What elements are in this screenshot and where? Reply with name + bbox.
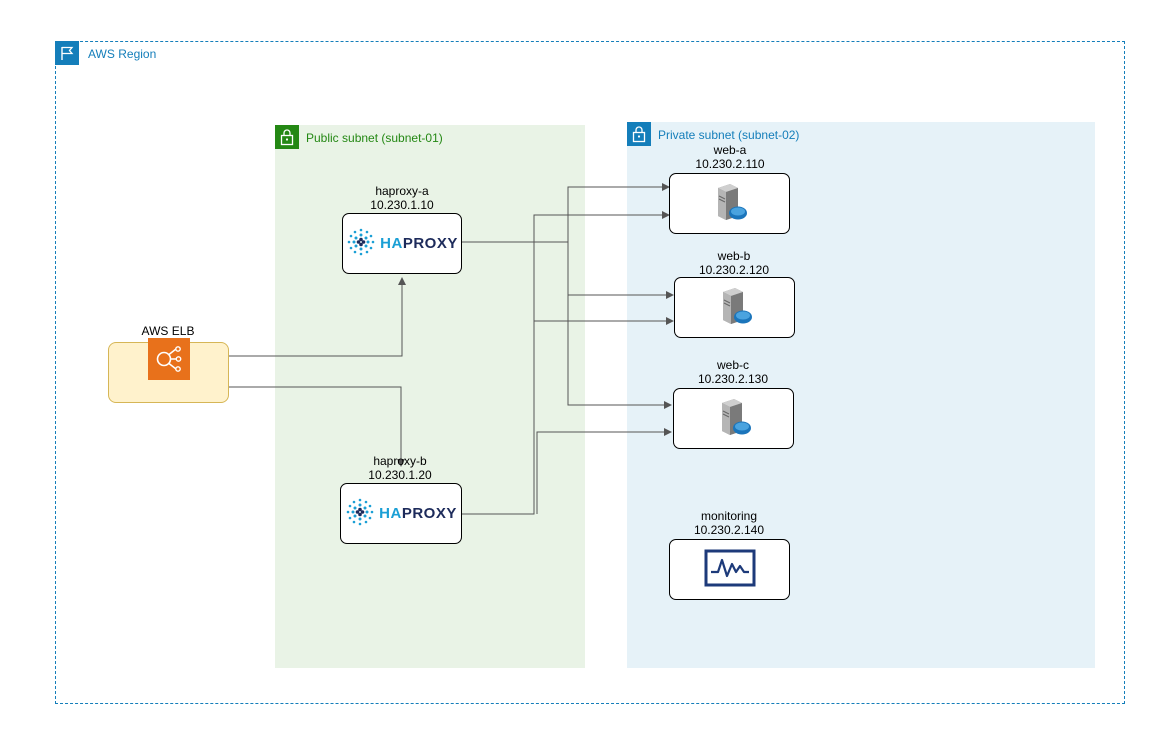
edge-elb-haproxy-b (229, 386, 405, 467)
haproxy-logo-text: HAPROXY (380, 235, 458, 252)
monitoring-name: monitoring (700, 509, 758, 523)
web-a-name: web-a (713, 143, 747, 157)
elb-label: AWS ELB (141, 324, 195, 338)
haproxy-a-name: haproxy-a (375, 184, 429, 198)
server-icon (712, 395, 756, 442)
monitoring-node[interactable] (669, 539, 790, 600)
web-b-name: web-b (717, 249, 751, 263)
edge-haproxy-b-web-c (536, 428, 672, 514)
haproxy-b-node[interactable]: HAPROXY (340, 483, 462, 544)
public-subnet-label: Public subnet (subnet-01) (306, 131, 443, 145)
server-icon (713, 284, 757, 331)
lock-icon (275, 125, 299, 149)
haproxy-a-ip: 10.230.1.10 (370, 198, 434, 212)
aws-region-label: AWS Region (88, 47, 157, 61)
haproxy-logo-text: HAPROXY (379, 505, 457, 522)
private-subnet-label: Private subnet (subnet-02) (658, 128, 800, 142)
aws-region-group: AWS Region (55, 41, 1125, 704)
edge-haproxy-a-web-c (567, 295, 672, 409)
load-balancer-icon (148, 338, 190, 380)
web-b-node[interactable] (674, 277, 795, 338)
web-a-node[interactable] (669, 173, 790, 234)
monitoring-ip: 10.230.2.140 (693, 523, 765, 537)
haproxy-a-node[interactable]: HAPROXY (342, 213, 462, 274)
web-b-ip: 10.230.2.120 (698, 263, 770, 277)
haproxy-b-ip: 10.230.1.20 (368, 468, 432, 482)
edge-elb-haproxy-a (229, 277, 406, 357)
monitoring-icon (704, 548, 756, 591)
haproxy-logo-icon (345, 497, 375, 530)
web-c-ip: 10.230.2.130 (697, 372, 769, 386)
flag-icon (55, 41, 79, 65)
edge-haproxy-b-web-a (462, 211, 670, 515)
web-a-ip: 10.230.2.110 (695, 157, 765, 171)
haproxy-logo-icon (346, 227, 376, 260)
web-c-name: web-c (716, 358, 749, 372)
web-c-node[interactable] (673, 388, 794, 449)
lock-icon (627, 122, 651, 146)
server-icon (708, 180, 752, 227)
haproxy-b-name: haproxy-b (373, 454, 427, 468)
